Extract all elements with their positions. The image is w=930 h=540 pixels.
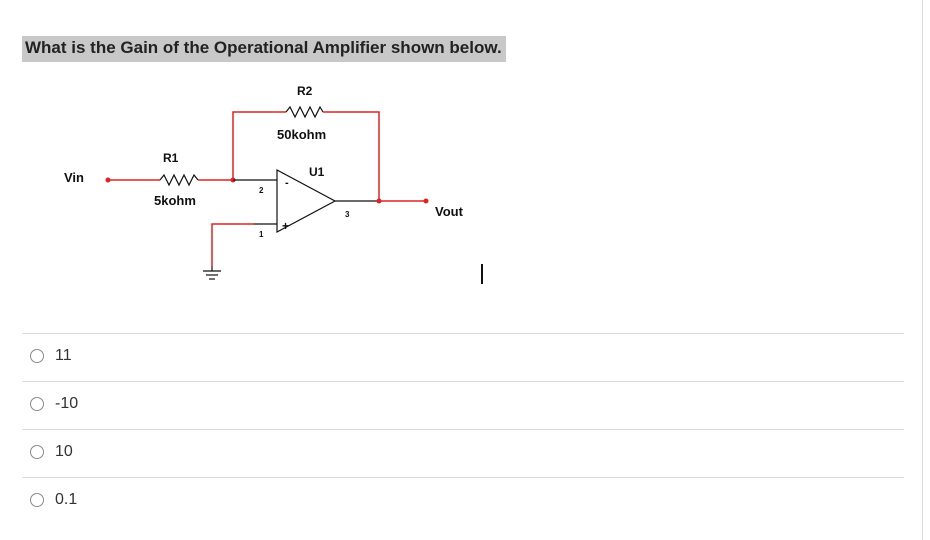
r1-label: R1 bbox=[163, 151, 179, 165]
answer-options: 11 -10 10 0.1 bbox=[22, 333, 904, 525]
vout-label: Vout bbox=[435, 204, 464, 219]
noninverting-sign: + bbox=[282, 219, 289, 233]
option-label: 10 bbox=[55, 443, 73, 460]
vin-node bbox=[105, 177, 111, 183]
vin-label: Vin bbox=[64, 170, 84, 185]
radio-button-icon[interactable] bbox=[30, 397, 44, 411]
option-3[interactable]: 10 bbox=[22, 429, 904, 477]
r2-resistor-symbol bbox=[285, 105, 324, 119]
radio-button-icon[interactable] bbox=[30, 349, 44, 363]
option-label: 0.1 bbox=[55, 491, 78, 508]
ground-wire bbox=[211, 223, 254, 266]
inverting-sign: - bbox=[285, 177, 289, 189]
r2-value: 50kohm bbox=[277, 127, 326, 142]
r2-label: R2 bbox=[297, 84, 313, 98]
u1-label: U1 bbox=[309, 165, 325, 179]
text-cursor bbox=[481, 264, 483, 284]
op-amp-symbol bbox=[276, 168, 337, 234]
option-4[interactable]: 0.1 bbox=[22, 477, 904, 525]
pin-2-label: 2 bbox=[259, 186, 264, 195]
option-label: -10 bbox=[55, 395, 79, 412]
radio-button-icon[interactable] bbox=[30, 445, 44, 459]
page-edge-rule bbox=[922, 0, 923, 540]
option-1[interactable]: 11 bbox=[22, 333, 904, 381]
pin-3-label: 3 bbox=[345, 210, 350, 219]
feedback-wire-left bbox=[232, 111, 286, 180]
question-text: What is the Gain of the Operational Ampl… bbox=[22, 36, 506, 62]
op-amp-circuit-diagram: - + R2 50kohm R1 5kohm U1 Vin Vout 2 1 3 bbox=[64, 84, 464, 280]
pin-1-label: 1 bbox=[259, 230, 264, 239]
option-label: 11 bbox=[55, 347, 72, 364]
ground-icon bbox=[203, 266, 221, 280]
radio-button-icon[interactable] bbox=[30, 493, 44, 507]
r1-resistor-symbol bbox=[159, 173, 199, 187]
vout-node bbox=[423, 198, 429, 204]
output-node bbox=[376, 198, 382, 204]
option-2[interactable]: -10 bbox=[22, 381, 904, 429]
r1-value: 5kohm bbox=[154, 193, 196, 208]
feedback-wire-right bbox=[323, 111, 380, 200]
